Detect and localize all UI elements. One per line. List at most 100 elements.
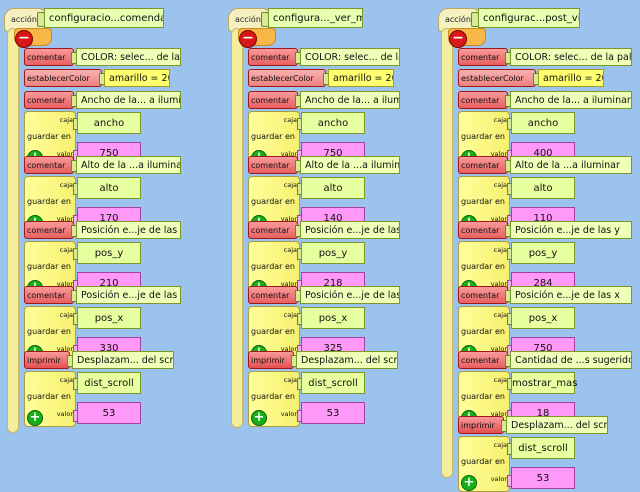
valor-label: valor (280, 150, 297, 158)
add-plus-icon[interactable]: + (461, 475, 477, 491)
comment-text[interactable]: Posición e...je de las y (76, 221, 181, 239)
guardar-en-label: guardar en (251, 327, 296, 336)
comment-text[interactable]: COLOR: selec... de la paleta (510, 48, 632, 66)
collapse-minus-icon[interactable]: − (15, 30, 33, 48)
comentar-block[interactable]: comentar (248, 156, 301, 174)
variable-name-field[interactable]: pos_y (77, 242, 141, 264)
caja-label: caja (283, 246, 297, 254)
variable-name-field[interactable]: pos_x (301, 307, 365, 329)
comentar-block[interactable]: comentar (458, 156, 511, 174)
comentar-block[interactable]: comentar (458, 351, 511, 369)
comment-text[interactable]: Posición e...je de las x (300, 286, 400, 304)
caja-label: caja (59, 116, 73, 124)
comentar-block[interactable]: comentar (248, 48, 301, 66)
comentar-label: comentar (251, 96, 290, 105)
variable-name-field[interactable]: ancho (77, 112, 141, 134)
variable-name-field[interactable]: pos_y (511, 242, 575, 264)
caja-label: caja (59, 246, 73, 254)
comentar-label: comentar (27, 96, 66, 105)
variable-name-field[interactable]: alto (77, 177, 141, 199)
collapse-minus-icon[interactable]: − (239, 30, 257, 48)
caja-label: caja (283, 116, 297, 124)
add-plus-icon[interactable]: + (27, 410, 43, 426)
add-plus-icon[interactable]: + (251, 410, 267, 426)
establecer-color-block[interactable]: establecerColor (248, 69, 329, 87)
comment-text[interactable]: Cantidad de ...s sugeridos. (510, 351, 632, 369)
comentar-block[interactable]: comentar (458, 48, 511, 66)
comentar-block[interactable]: comentar (24, 286, 77, 304)
comment-text[interactable]: Ancho de la... a iluminar (300, 91, 400, 109)
procedure-title-field[interactable]: configuracio...comendados (44, 8, 164, 28)
variable-name-field[interactable]: alto (301, 177, 365, 199)
variable-name-field[interactable]: dist_scroll (301, 372, 365, 394)
print-text[interactable]: Desplazam... del scroll (506, 416, 608, 434)
variable-value-field[interactable]: 53 (511, 467, 575, 489)
comentar-block[interactable]: comentar (248, 91, 301, 109)
comentar-block[interactable]: comentar (24, 91, 77, 109)
comment-text[interactable]: Ancho de la... a iluminar (76, 91, 181, 109)
comment-text[interactable]: Ancho de la... a iluminar (510, 91, 632, 109)
comment-text[interactable]: Alto de la ...a iluminar (76, 156, 181, 174)
color-value-field[interactable]: amarillo = 20 (538, 69, 604, 87)
procedure-spine (7, 28, 19, 433)
comentar-block[interactable]: comentar (458, 286, 511, 304)
imprimir-block[interactable]: imprimir (24, 351, 73, 369)
comentar-block[interactable]: comentar (248, 221, 301, 239)
establecer-color-block[interactable]: establecerColor (458, 69, 539, 87)
comment-text[interactable]: COLOR: selec... de la paleta (76, 48, 181, 66)
establecer-color-label: establecerColor (461, 74, 524, 83)
caja-label: caja (59, 376, 73, 384)
guardar-en-label: guardar en (27, 262, 72, 271)
guardar-en-label: guardar en (251, 392, 296, 401)
comment-text[interactable]: Posición e...je de las y (300, 221, 400, 239)
establecer-color-block[interactable]: establecerColor (24, 69, 105, 87)
valor-label: valor (490, 345, 507, 353)
variable-name-field[interactable]: dist_scroll (77, 372, 141, 394)
variable-name-field[interactable]: ancho (511, 112, 575, 134)
imprimir-block[interactable]: imprimir (458, 416, 507, 434)
accion-label: acción (11, 15, 37, 24)
comment-text[interactable]: Posición e...je de las y (510, 221, 632, 239)
comment-text[interactable]: COLOR: selec... de la paleta (300, 48, 400, 66)
caja-label: caja (59, 311, 73, 319)
comment-text[interactable]: Posición e...je de las x (76, 286, 181, 304)
comentar-block[interactable]: comentar (24, 221, 77, 239)
caja-label: caja (59, 181, 73, 189)
variable-name-field[interactable]: pos_y (301, 242, 365, 264)
comentar-block[interactable]: comentar (458, 221, 511, 239)
variable-name-field[interactable]: mostrar_mas (511, 372, 577, 394)
caja-label: caja (283, 181, 297, 189)
comment-text[interactable]: Alto de la ...a iluminar (510, 156, 632, 174)
variable-name-field[interactable]: pos_x (77, 307, 141, 329)
variable-value-field[interactable]: 53 (301, 402, 365, 424)
valor-label: valor (490, 280, 507, 288)
comentar-label: comentar (27, 53, 66, 62)
comentar-block[interactable]: comentar (24, 156, 77, 174)
caja-label: caja (283, 311, 297, 319)
procedure-spine (231, 28, 243, 428)
print-text[interactable]: Desplazam... del scroll (296, 351, 398, 369)
variable-name-field[interactable]: alto (511, 177, 575, 199)
comentar-block[interactable]: comentar (24, 48, 77, 66)
comentar-block[interactable]: comentar (248, 286, 301, 304)
valor-label: valor (56, 215, 73, 223)
variable-name-field[interactable]: ancho (301, 112, 365, 134)
caja-label: caja (493, 116, 507, 124)
accion-label: acción (235, 15, 261, 24)
procedure-title-field[interactable]: configura..._ver_mas (268, 8, 363, 28)
color-value-field[interactable]: amarillo = 20 (104, 69, 170, 87)
comment-text[interactable]: Posición e...je de las x (510, 286, 632, 304)
collapse-minus-icon[interactable]: − (449, 30, 467, 48)
comentar-block[interactable]: comentar (458, 91, 511, 109)
variable-name-field[interactable]: pos_x (511, 307, 575, 329)
print-text[interactable]: Desplazam... del scroll (72, 351, 174, 369)
variable-name-field[interactable]: dist_scroll (511, 437, 575, 459)
comment-text[interactable]: Alto de la ...a iluminar (300, 156, 400, 174)
procedure-title-field[interactable]: configurac...post_video (478, 8, 580, 28)
imprimir-block[interactable]: imprimir (248, 351, 297, 369)
color-value-field[interactable]: amarillo = 20 (328, 69, 394, 87)
variable-value-field[interactable]: 53 (77, 402, 141, 424)
